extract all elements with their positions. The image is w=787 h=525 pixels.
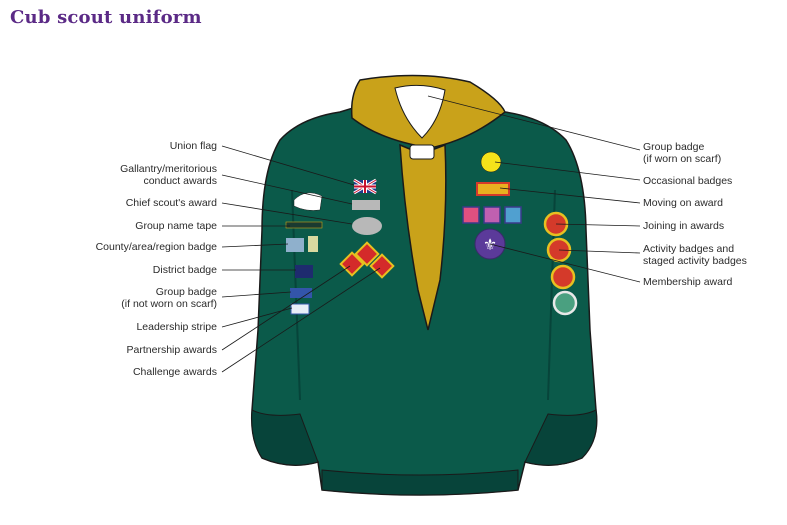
moving-on-award-3	[504, 206, 522, 224]
challenge-award-2	[354, 241, 380, 267]
leader-lines-left	[221, 145, 381, 373]
county-badge	[286, 238, 304, 252]
gallantry-award	[352, 200, 380, 210]
occasional-badge	[476, 182, 510, 196]
group-badge-sleeve	[290, 288, 312, 298]
label-partnership: Partnership awards	[126, 344, 217, 356]
label-occasional: Occasional badges	[643, 175, 733, 187]
left-cuff	[251, 409, 319, 466]
label-moving-on: Moving on award	[643, 197, 723, 209]
waistband	[321, 469, 519, 496]
leader-lines-right	[427, 95, 641, 283]
label-chief-scout: Chief scout's award	[125, 197, 217, 209]
moving-on-award-2	[483, 206, 501, 224]
label-group-badge-line2: (if not worn on scarf)	[121, 298, 217, 310]
chief-scout-award	[352, 217, 382, 235]
label-gallantry-line1: Gallantry/meritorious	[120, 163, 217, 175]
county-badge-2	[308, 236, 318, 252]
label-membership: Membership award	[643, 276, 733, 288]
label-group-badge-scarf-line2: (if worn on scarf)	[643, 153, 722, 165]
label-group-name-tape: Group name tape	[135, 220, 217, 232]
scouts-logo	[293, 192, 323, 211]
challenge-award-3	[369, 253, 395, 279]
activity-badge-2	[550, 264, 576, 290]
label-group-badge-line1: Group badge	[155, 286, 217, 298]
label-challenge: Challenge awards	[132, 366, 217, 378]
moving-on-award-1	[462, 206, 480, 224]
label-group-badge-scarf-line1: Group badge	[643, 141, 705, 153]
group-badge-scarf	[480, 151, 502, 173]
label-gallantry-line2: conduct awards	[143, 175, 217, 187]
label-joining-in: Joining in awards	[643, 220, 725, 232]
woggle	[409, 144, 435, 160]
label-activity-line1: Activity badges and	[643, 243, 735, 255]
label-union-flag: Union flag	[169, 140, 217, 152]
page-title: Cub scout uniform	[10, 7, 202, 28]
leadership-stripe	[290, 303, 310, 315]
label-leadership-stripe: Leadership stripe	[136, 321, 217, 333]
svg-text:⚜: ⚜	[483, 235, 497, 254]
union-flag-badge	[353, 178, 377, 195]
district-badge	[295, 265, 313, 278]
label-activity-line2: staged activity badges	[643, 255, 747, 267]
label-district-badge: District badge	[152, 264, 217, 276]
challenge-award-1	[339, 251, 365, 277]
label-county-badge: County/area/region badge	[95, 241, 217, 253]
group-name-tape	[285, 221, 323, 229]
activity-badge-3	[552, 290, 578, 316]
scarf-tail	[399, 143, 447, 331]
right-cuff	[524, 409, 598, 466]
